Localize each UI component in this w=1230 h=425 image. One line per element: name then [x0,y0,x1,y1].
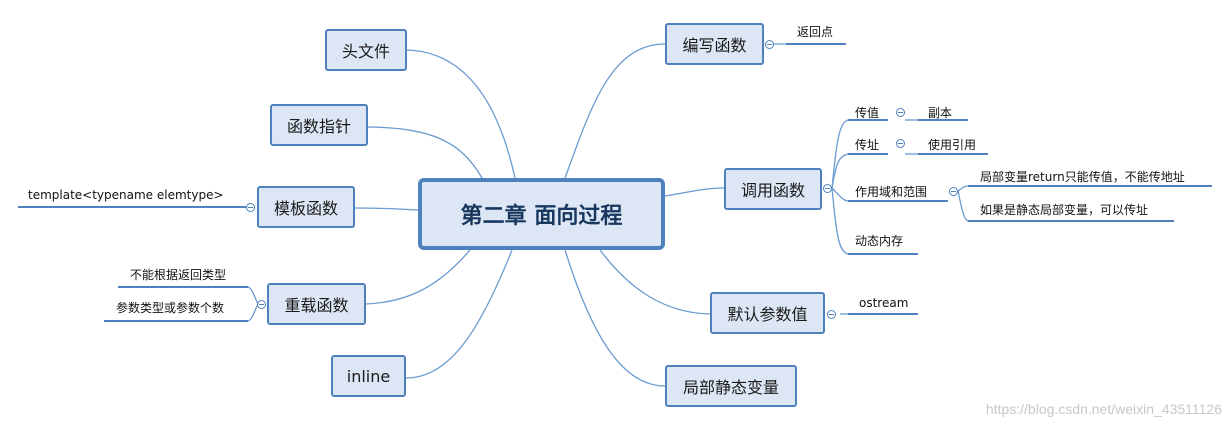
branch-write-function[interactable]: 编写函数 [665,23,764,65]
collapse-toggle[interactable] [827,310,836,319]
leaf-copy[interactable]: 副本 [928,106,953,120]
leaf-static-local-address[interactable]: 如果是静态局部变量，可以传址 [980,203,1149,217]
leaf-not-by-return-type[interactable]: 不能根据返回类型 [130,268,227,282]
branch-label: inline [346,366,391,386]
branch-label: 默认参数值 [727,305,808,324]
branch-local-static-variable[interactable]: 局部静态变量 [665,365,797,407]
branch-label: 函数指针 [286,117,351,136]
collapse-toggle[interactable] [949,187,958,196]
branch-label: 重载函数 [284,296,349,315]
leaf-dynamic-memory[interactable]: 动态内存 [855,234,904,248]
branch-call-function[interactable]: 调用函数 [724,168,822,210]
leaf-param-type-or-count[interactable]: 参数类型或参数个数 [116,301,225,315]
collapse-toggle[interactable] [823,184,832,193]
leaf-use-reference[interactable]: 使用引用 [928,138,977,152]
branch-label: 头文件 [341,42,390,61]
leaf-pass-by-address[interactable]: 传址 [855,138,880,152]
branch-overloaded-function[interactable]: 重载函数 [267,283,366,325]
watermark: https://blog.csdn.net/weixin_43511126 [985,401,1222,417]
collapse-toggle[interactable] [257,300,266,309]
collapse-toggle[interactable] [765,40,774,49]
root-node[interactable]: 第二章 面向过程 [418,178,665,250]
leaf-scope-and-range[interactable]: 作用域和范围 [855,185,928,199]
branch-label: 编写函数 [682,36,747,55]
branch-label: 局部静态变量 [682,378,779,397]
root-label: 第二章 面向过程 [460,204,623,229]
leaf-return-point[interactable]: 返回点 [797,25,834,39]
collapse-toggle[interactable] [896,139,905,148]
branch-label: 调用函数 [740,181,805,200]
collapse-toggle[interactable] [246,203,255,212]
branch-template-function[interactable]: 模板函数 [257,186,355,228]
leaf-ostream[interactable]: ostream [859,296,909,310]
leaf-pass-by-value[interactable]: 传值 [855,106,880,120]
collapse-toggle[interactable] [896,108,905,117]
leaf-local-return-value[interactable]: 局部变量return只能传值，不能传地址 [980,170,1185,184]
branch-default-parameter[interactable]: 默认参数值 [710,292,825,334]
branch-label: 模板函数 [273,199,338,218]
branch-inline[interactable]: inline [331,355,406,397]
branch-header-files[interactable]: 头文件 [325,29,407,71]
branch-function-pointer[interactable]: 函数指针 [270,104,368,146]
leaf-template-typename[interactable]: template<typename elemtype> [28,188,224,202]
